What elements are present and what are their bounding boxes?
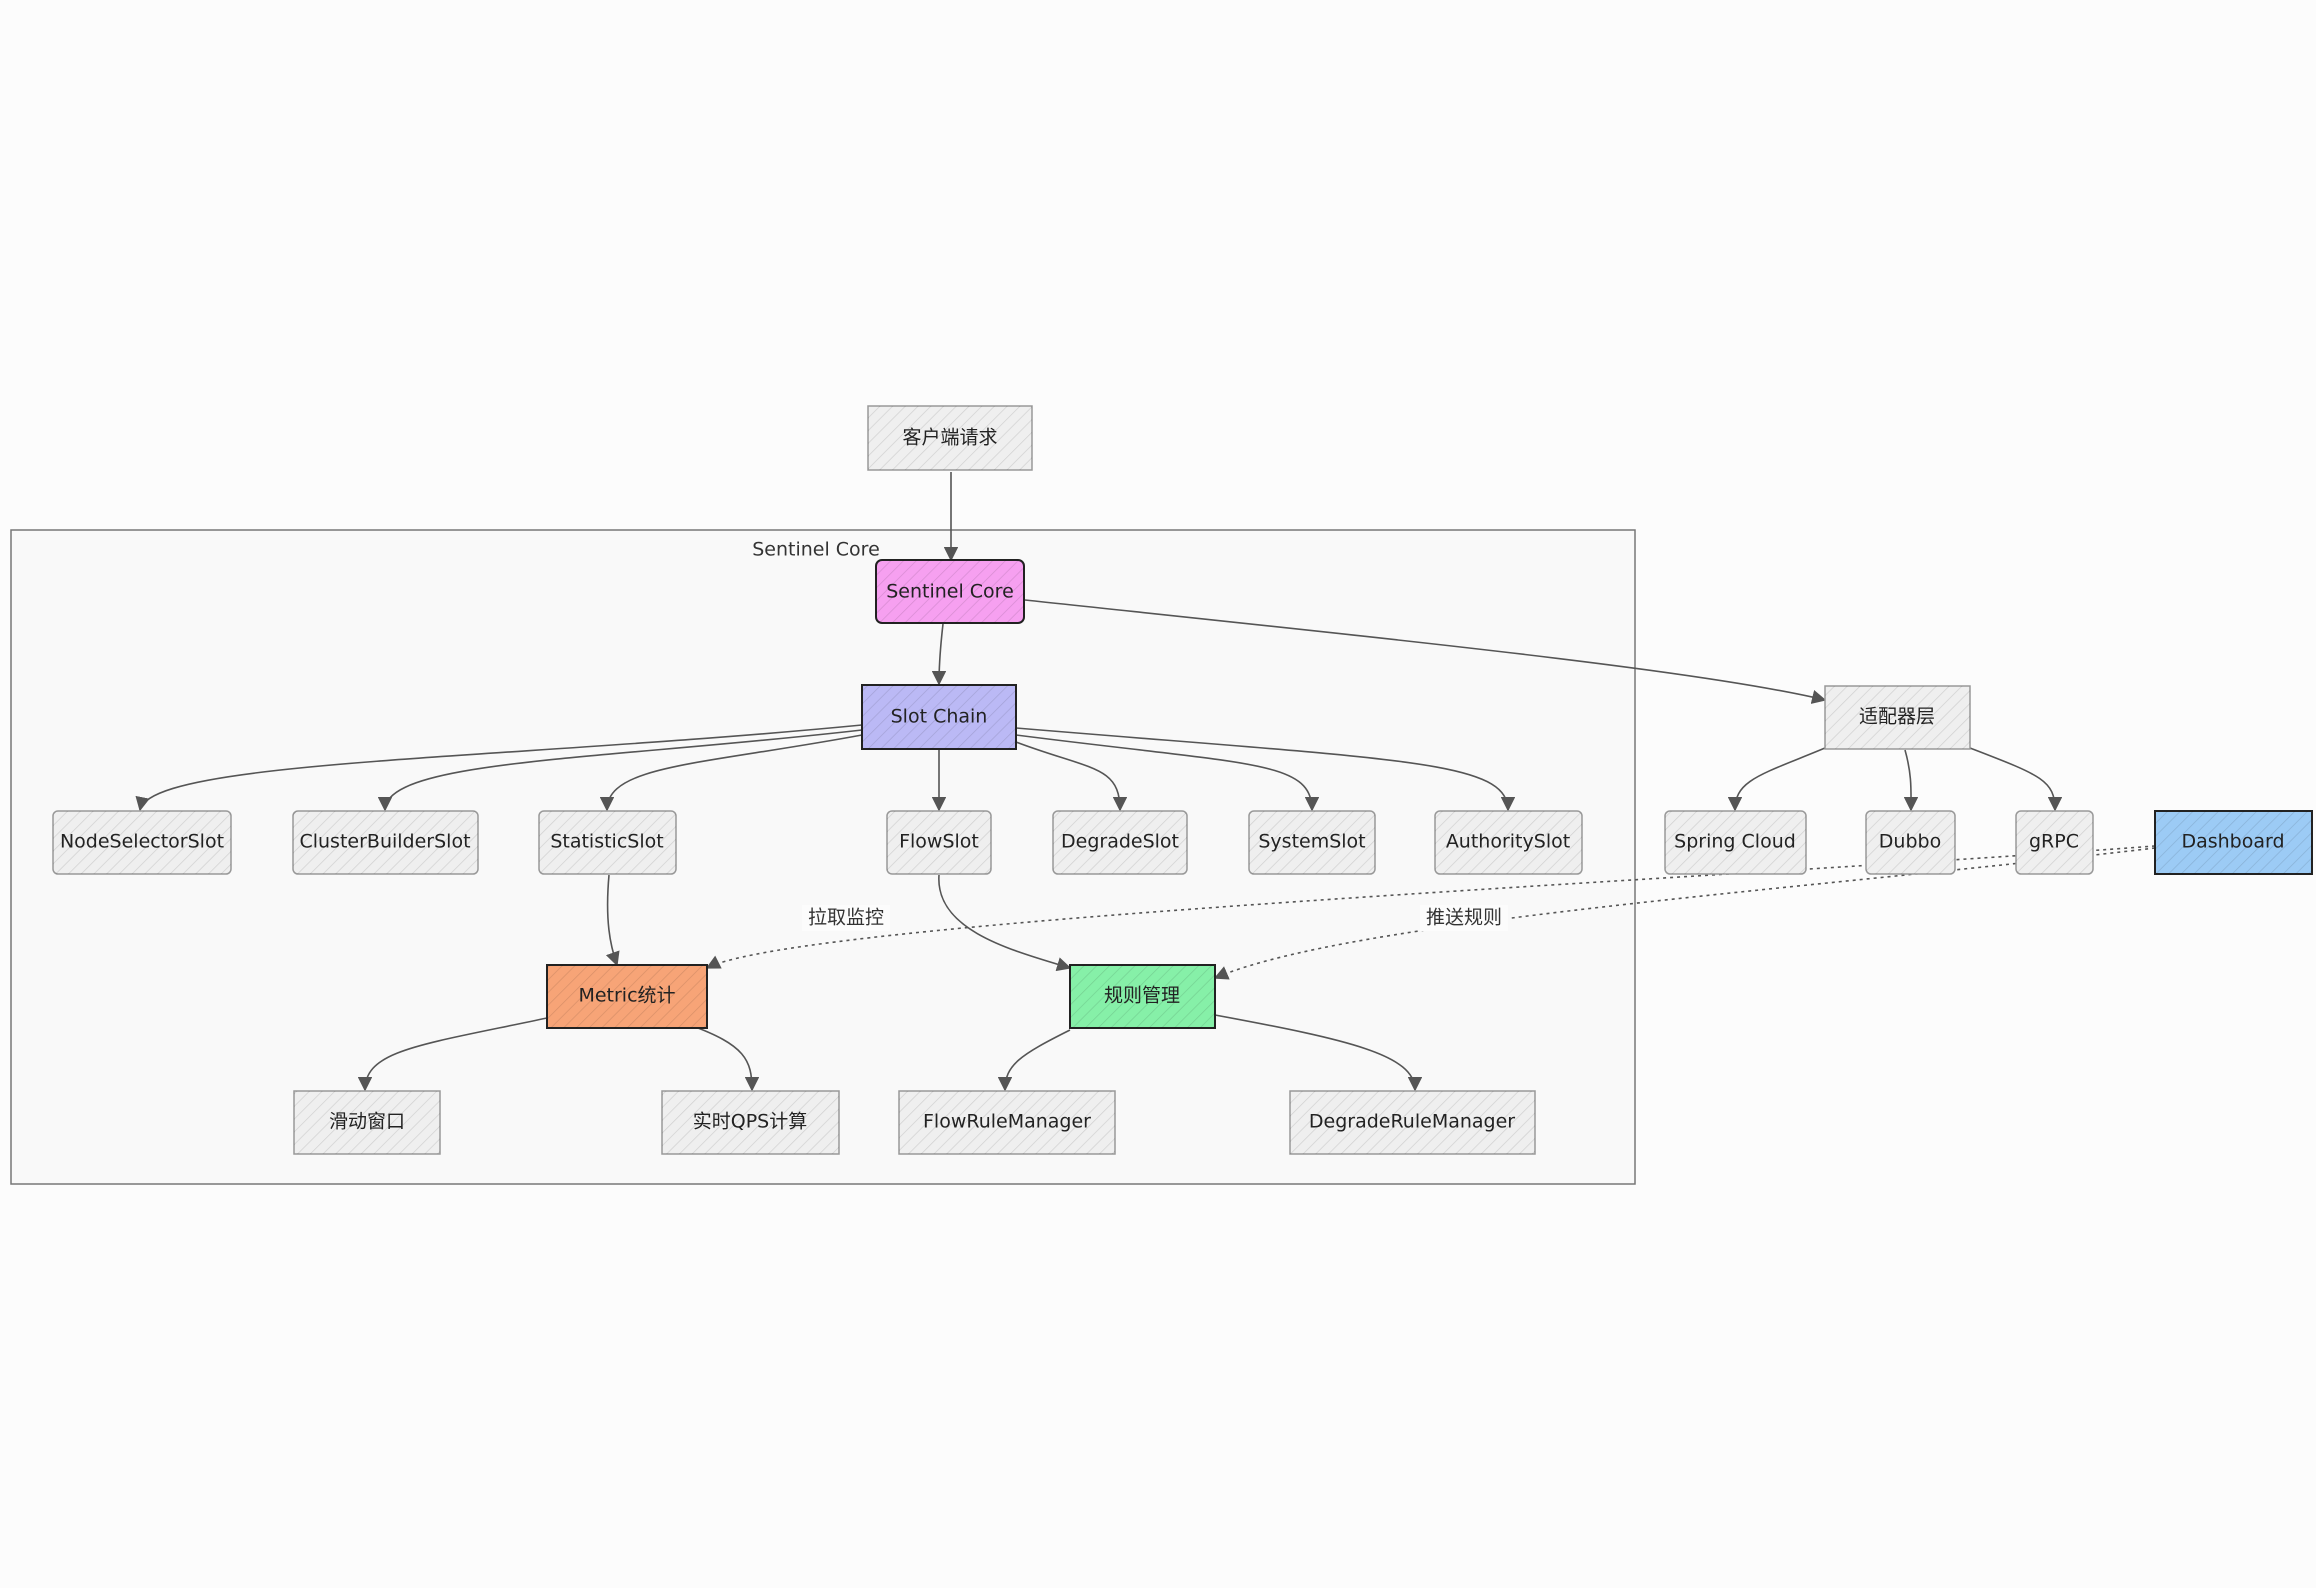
node-label: Metric统计 [578,985,675,1007]
node-label: 规则管理 [1104,985,1180,1007]
edge-rules-to-degrade-rule-manager [1214,1014,1423,1092]
edge-label-pull-monitoring: 拉取监控 [808,907,884,929]
sentinel-core-cluster: Sentinel Core [10,529,1636,1185]
node-label: ClusterBuilderSlot [299,831,470,853]
node-rule-management[interactable]: 规则管理 [1069,964,1216,1029]
node-label: Slot Chain [891,706,988,728]
node-node-selector-slot[interactable]: NodeSelectorSlot [52,810,232,875]
edge-slot-chain-to-node-selector [135,724,863,812]
edge-slot-chain-to-authority-slot [1015,727,1516,812]
edge-slot-chain-to-system-slot [1015,734,1320,812]
node-label: Spring Cloud [1674,831,1796,853]
edge-slot-chain-to-cluster-builder [377,729,863,812]
node-dubbo[interactable]: Dubbo [1865,810,1956,875]
edge-slot-chain-to-statistic [599,734,863,812]
edge-core-to-slot-chain [931,623,947,686]
edge-statistic-to-metric [605,874,620,967]
node-label: AuthoritySlot [1446,831,1570,853]
node-spring-cloud[interactable]: Spring Cloud [1664,810,1807,875]
node-cluster-builder-slot[interactable]: ClusterBuilderSlot [292,810,479,875]
edge-label-push-rules: 推送规则 [1426,907,1502,929]
node-sentinel-core[interactable]: Sentinel Core [875,559,1025,624]
node-metric-statistics[interactable]: Metric统计 [546,964,708,1029]
edge-metric-to-realtime-qps [689,1024,760,1092]
node-flow-rule-manager[interactable]: FlowRuleManager [898,1090,1116,1155]
node-statistic-slot[interactable]: StatisticSlot [538,810,677,875]
edge-adapter-to-dubbo [1903,749,1919,812]
node-label: 适配器层 [1859,706,1935,728]
node-realtime-qps[interactable]: 实时QPS计算 [661,1090,840,1155]
edge-core-to-adapter [1024,599,1827,704]
node-authority-slot[interactable]: AuthoritySlot [1434,810,1583,875]
edge-dashboard-to-metric [705,845,2156,969]
node-dashboard[interactable]: Dashboard [2154,810,2313,875]
edge-adapter-to-grpc [1969,747,2063,812]
node-adapter-layer[interactable]: 适配器层 [1824,685,1971,750]
node-label: NodeSelectorSlot [60,831,224,853]
edge-slot-chain-to-degrade-slot [1015,741,1128,812]
node-label: SystemSlot [1258,831,1365,853]
edge-adapter-to-spring-cloud [1727,747,1826,812]
cluster-title: Sentinel Core [752,539,880,561]
edge-dashboard-to-rules [1213,847,2156,980]
node-label: StatisticSlot [550,831,663,853]
node-label: 客户端请求 [902,427,997,449]
node-label: Dashboard [2181,831,2284,853]
node-label: 实时QPS计算 [693,1111,807,1133]
node-client-request[interactable]: 客户端请求 [867,405,1033,471]
node-label: Sentinel Core [886,581,1014,603]
node-grpc[interactable]: gRPC [2015,810,2094,875]
node-label: DegradeSlot [1061,831,1179,853]
node-degrade-slot[interactable]: DegradeSlot [1052,810,1188,875]
node-label: FlowRuleManager [923,1111,1091,1133]
node-flow-slot[interactable]: FlowSlot [886,810,992,875]
node-label: DegradeRuleManager [1309,1111,1515,1133]
node-label: FlowSlot [899,831,979,853]
edge-flow-slot-to-rules [938,874,1072,972]
node-system-slot[interactable]: SystemSlot [1248,810,1376,875]
node-slot-chain[interactable]: Slot Chain [861,684,1017,750]
node-label: 滑动窗口 [329,1111,405,1133]
node-degrade-rule-manager[interactable]: DegradeRuleManager [1289,1090,1536,1155]
edge-rules-to-flow-rule-manager [997,1029,1071,1092]
node-sliding-window[interactable]: 滑动窗口 [293,1090,441,1155]
edge-metric-to-sliding-window [357,1017,548,1092]
node-label: Dubbo [1879,831,1941,853]
edge-labels: 拉取监控 推送规则 [802,905,1508,931]
node-label: gRPC [2029,831,2079,853]
